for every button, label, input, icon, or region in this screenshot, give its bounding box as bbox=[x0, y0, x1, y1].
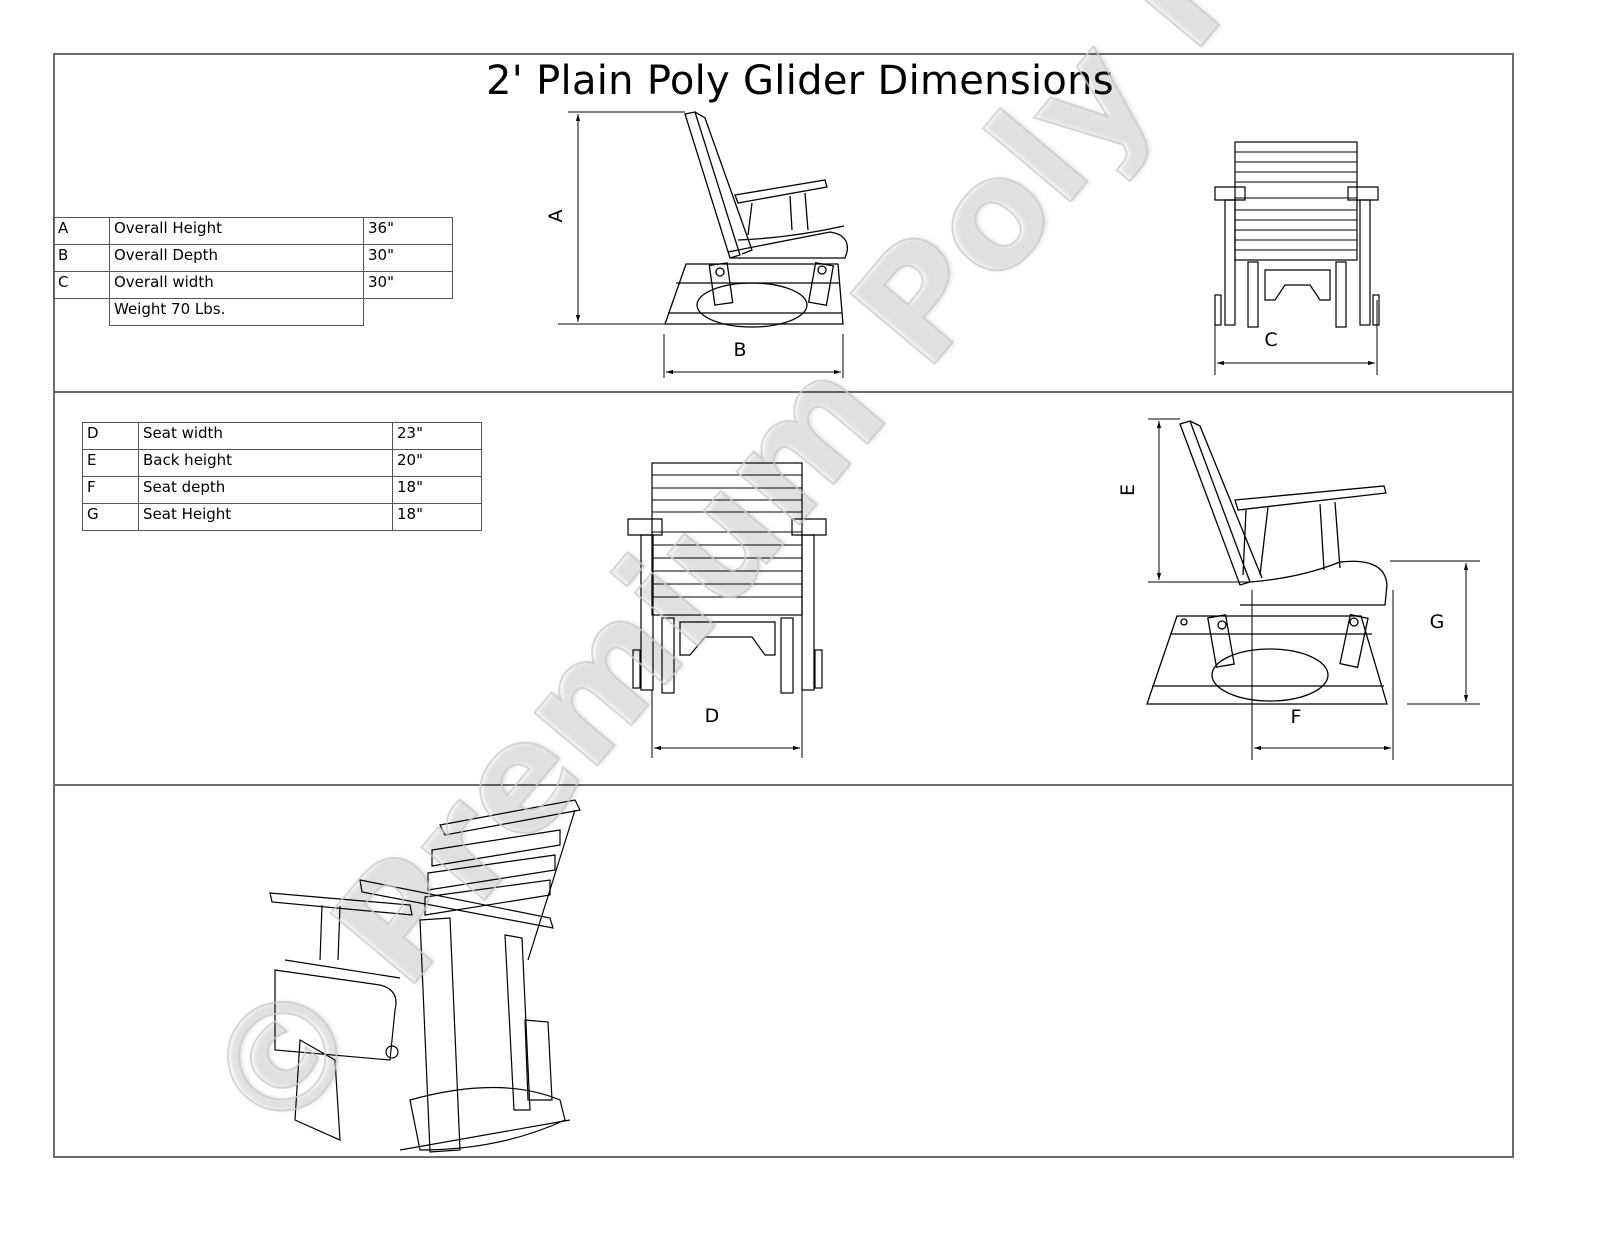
side-view-middle bbox=[1146, 418, 1480, 760]
table-row: E Back height 20" bbox=[82, 449, 482, 477]
section-divider-2 bbox=[53, 784, 1514, 786]
row-key: G bbox=[82, 503, 139, 531]
row-value: 30" bbox=[363, 244, 453, 272]
row-key: E bbox=[82, 449, 139, 477]
dim-label-e: E bbox=[1117, 484, 1139, 496]
row-key: D bbox=[82, 422, 139, 450]
table-row: D Seat width 23" bbox=[82, 422, 482, 450]
front-view-middle bbox=[627, 462, 827, 758]
table-row: G Seat Height 18" bbox=[82, 503, 482, 531]
dim-label-d: D bbox=[705, 705, 720, 727]
table-row: B Overall Depth 30" bbox=[53, 244, 453, 272]
dim-label-a: A bbox=[545, 210, 567, 223]
dim-label-f: F bbox=[1291, 706, 1302, 728]
table-row: C Overall width 30" bbox=[53, 271, 453, 299]
seat-dimensions-table: D Seat width 23" E Back height 20" F Sea… bbox=[82, 422, 482, 531]
row-value: 18" bbox=[392, 476, 482, 504]
row-label: Seat Height bbox=[138, 503, 393, 531]
row-label: Seat depth bbox=[138, 476, 393, 504]
overall-dimensions-table: A Overall Height 36" B Overall Depth 30"… bbox=[53, 217, 453, 326]
dim-label-c: C bbox=[1264, 329, 1277, 351]
weight-cell: Weight 70 Lbs. bbox=[109, 298, 364, 326]
dim-label-b: B bbox=[733, 339, 746, 361]
row-value: 18" bbox=[392, 503, 482, 531]
table-row: Weight 70 Lbs. bbox=[54, 298, 453, 326]
row-label: Overall Height bbox=[109, 217, 364, 245]
dim-label-g: G bbox=[1430, 611, 1445, 633]
side-view-top bbox=[558, 111, 849, 378]
section-divider-1 bbox=[53, 391, 1514, 393]
row-label: Overall width bbox=[109, 271, 364, 299]
front-view-top bbox=[1214, 141, 1380, 375]
row-value: 20" bbox=[392, 449, 482, 477]
row-label: Seat width bbox=[138, 422, 393, 450]
drawing-frame bbox=[53, 53, 1514, 1158]
table-row: F Seat depth 18" bbox=[82, 476, 482, 504]
dimension-labels: A B C D E F G bbox=[545, 210, 1444, 729]
row-label: Overall Depth bbox=[109, 244, 364, 272]
isometric-view bbox=[269, 799, 581, 1153]
table-row: A Overall Height 36" bbox=[53, 217, 453, 245]
page-title: 2' Plain Poly Glider Dimensions bbox=[486, 58, 1114, 104]
row-key: B bbox=[53, 244, 110, 272]
row-value: 30" bbox=[363, 271, 453, 299]
